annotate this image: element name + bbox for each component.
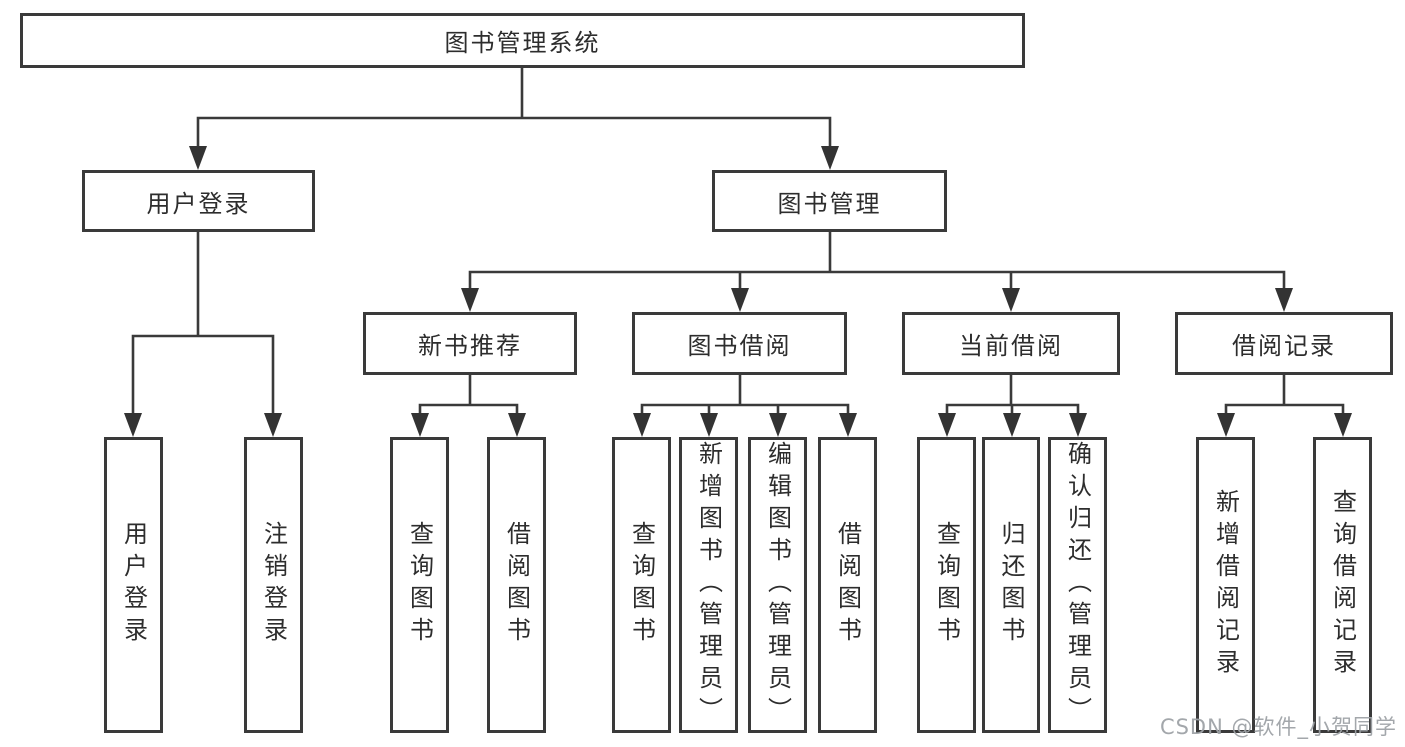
node-label: 借阅图书 (502, 521, 531, 649)
leaf-borrowing-borrow-books: 借阅图书 (818, 437, 877, 733)
node-label: 图书管理 (777, 189, 882, 218)
leaf-recommend-borrow-books: 借阅图书 (487, 437, 546, 733)
node-label: 编辑图书（管理员） (763, 441, 792, 729)
node-label: 归还图书 (997, 521, 1025, 649)
node-user-login: 用户登录 (82, 170, 315, 232)
leaf-add-borrow-record: 新增借阅记录 (1196, 437, 1255, 733)
leaf-user-login: 用户登录 (104, 437, 163, 733)
node-label: 借阅记录 (1232, 332, 1336, 360)
node-book-management: 图书管理 (712, 170, 947, 232)
node-label: 图书借阅 (687, 332, 792, 360)
leaf-confirm-return-admin: 确认归还（管理员） (1048, 437, 1107, 733)
leaf-borrowing-query-books: 查询图书 (612, 437, 671, 733)
leaf-logout: 注销登录 (244, 437, 303, 733)
leaf-query-borrow-record: 查询借阅记录 (1313, 437, 1372, 733)
node-label: 用户登录 (119, 521, 148, 649)
watermark-text: CSDN @软件_小贺同学 (1159, 715, 1397, 739)
node-library-system: 图书管理系统 (20, 13, 1025, 68)
node-label: 查询借阅记录 (1328, 489, 1357, 681)
node-current-borrowing: 当前借阅 (902, 312, 1120, 375)
leaf-current-query-books: 查询图书 (917, 437, 976, 733)
node-label: 确认归还（管理员） (1063, 441, 1092, 729)
node-book-borrowing: 图书借阅 (632, 312, 847, 375)
node-borrowing-records: 借阅记录 (1175, 312, 1393, 375)
leaf-add-books-admin: 新增图书（管理员） (679, 437, 738, 733)
node-label: 新书推荐 (418, 332, 522, 360)
node-label: 用户登录 (146, 189, 251, 218)
leaf-recommend-query-books: 查询图书 (390, 437, 449, 733)
node-label: 查询图书 (932, 521, 961, 649)
leaf-return-books: 归还图书 (982, 437, 1040, 733)
node-label: 借阅图书 (833, 521, 862, 649)
leaf-edit-books-admin: 编辑图书（管理员） (748, 437, 807, 733)
node-label: 新增借阅记录 (1211, 489, 1240, 681)
node-label: 新增图书（管理员） (694, 441, 723, 729)
node-label: 图书管理系统 (444, 29, 601, 57)
node-label: 查询图书 (405, 521, 434, 649)
node-new-book-recommendation: 新书推荐 (363, 312, 577, 375)
node-label: 查询图书 (627, 521, 656, 649)
node-label: 注销登录 (259, 521, 288, 649)
node-label: 当前借阅 (959, 332, 1063, 360)
